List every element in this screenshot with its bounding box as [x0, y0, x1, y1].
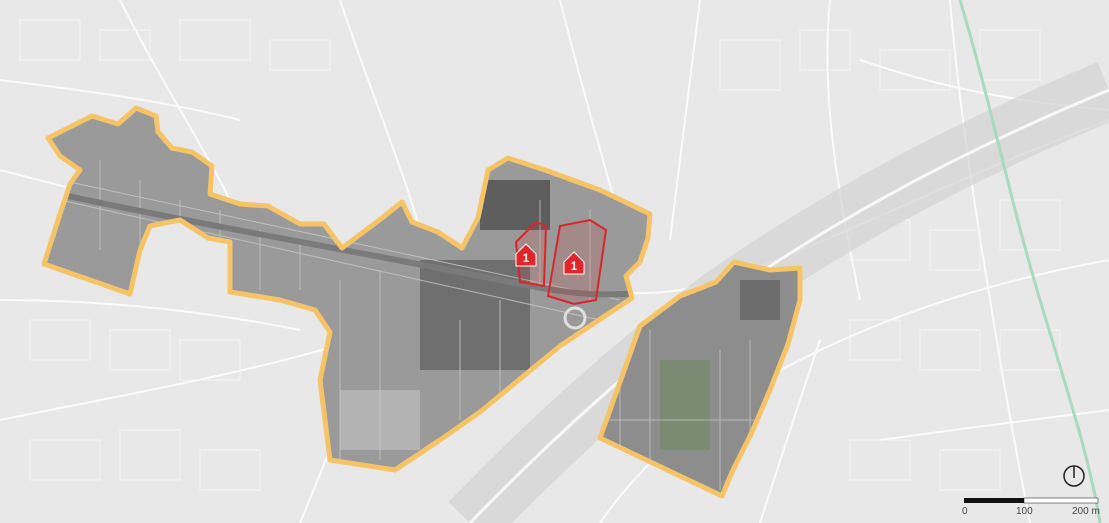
rail-line	[958, 0, 1102, 523]
map-marker-1a[interactable]: 1	[515, 243, 537, 267]
scale-label-200m: 200 m	[1072, 506, 1100, 517]
scale-bar	[964, 497, 1099, 504]
study-area-left-boundary[interactable]	[41, 105, 653, 473]
marker-label: 1	[571, 259, 578, 273]
scale-label-0: 0	[962, 506, 968, 517]
scale-bar-light-segment	[1023, 497, 1099, 504]
study-area-right-boundary[interactable]	[597, 259, 803, 499]
north-arrow-icon	[1063, 465, 1085, 487]
marker-label: 1	[523, 251, 530, 265]
scale-bar-dark-segment	[964, 498, 1024, 503]
map-marker-1b[interactable]: 1	[563, 251, 585, 275]
scale-label-100: 100	[1016, 506, 1033, 517]
